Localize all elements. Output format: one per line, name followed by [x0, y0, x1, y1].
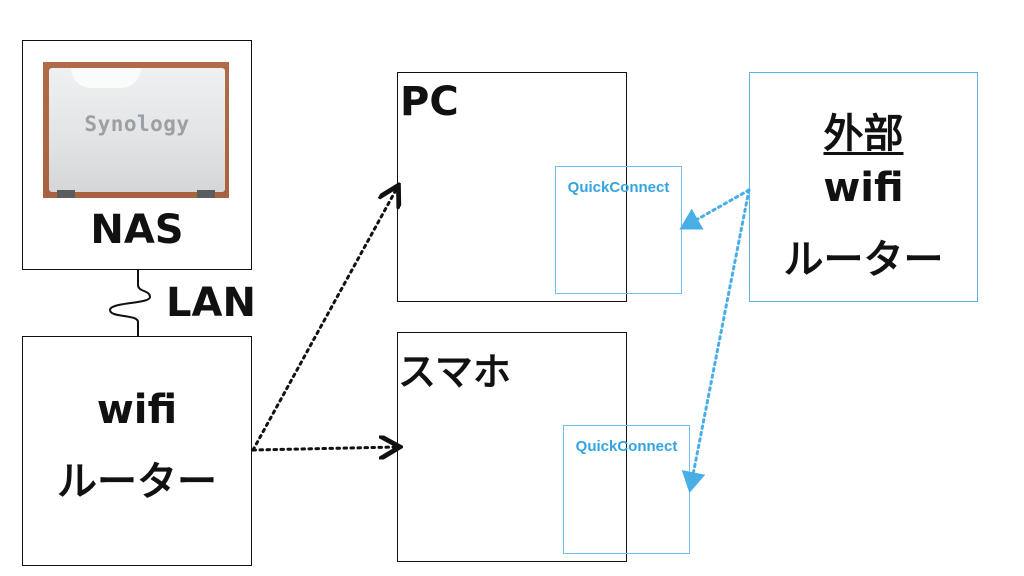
smartphone-label: スマホ [398, 350, 511, 394]
nas-device-photo: Synology [43, 62, 229, 198]
nas-device-body: Synology [49, 68, 225, 192]
lan-cable [108, 269, 152, 337]
external-router-line3: ルーター [783, 237, 944, 283]
nas-foot-right [197, 190, 215, 198]
nas-foot-left [57, 190, 75, 198]
home-router-line1: wifi [96, 387, 178, 433]
smartphone-quickconnect-label: QuickConnect [575, 438, 678, 455]
home-router-box: wifi ルーター [22, 336, 252, 566]
nas-led-light [71, 68, 141, 88]
external-to-smartphone-connection [681, 188, 751, 493]
external-router-box: 外部 wifi ルーター [749, 72, 978, 302]
pc-quickconnect-label: QuickConnect [567, 179, 670, 196]
lan-label: LAN [166, 280, 256, 326]
smartphone-box: スマホ [397, 332, 627, 562]
pc-quickconnect-box: QuickConnect [555, 166, 682, 294]
home-router-line2: ルーター [57, 459, 217, 505]
pc-label: PC [400, 79, 459, 125]
external-router-line1: 外部 [823, 111, 904, 157]
external-to-pc-connection [679, 188, 751, 230]
nas-label: NAS [90, 207, 184, 253]
router-to-smartphone-connection [251, 447, 397, 450]
external-router-line2: wifi [823, 165, 904, 211]
router-to-pc-connection [251, 188, 397, 452]
pc-box: PC [397, 72, 627, 302]
nas-brand-logo: Synology [84, 112, 190, 136]
